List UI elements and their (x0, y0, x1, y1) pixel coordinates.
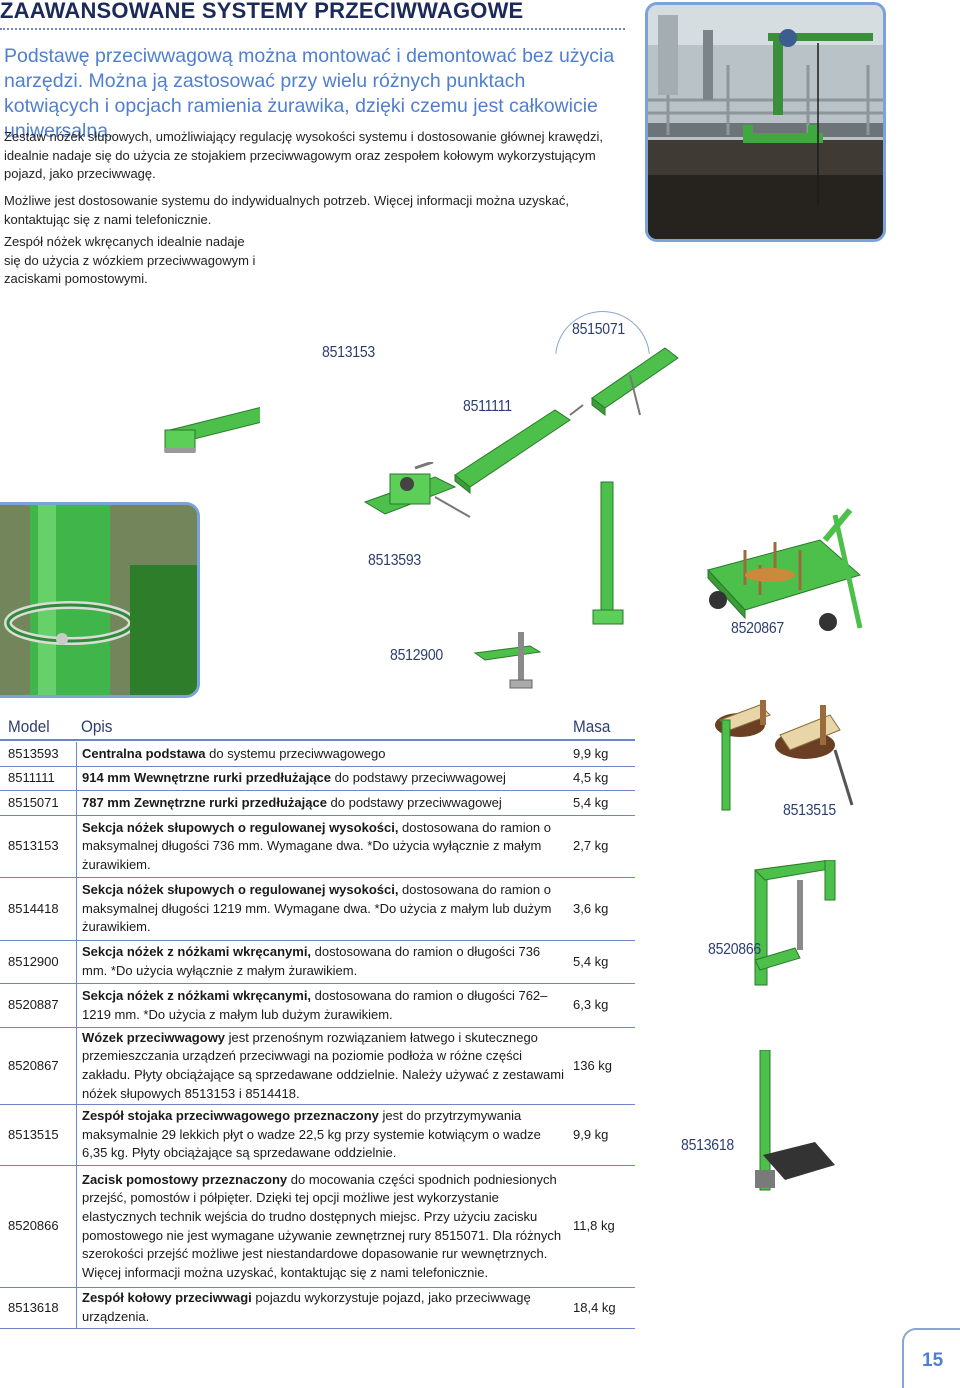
label-8513153: 8513153 (322, 344, 375, 361)
row-description-text: jest przenośnym rozwiązaniem łatwego i s… (82, 1029, 564, 1101)
row-mass: 3,6 kg (573, 900, 609, 916)
label-8512900: 8512900 (390, 647, 443, 664)
table-row: 8520887 Sekcja nóżek z nóżkami wkręcanymi… (0, 984, 635, 1028)
row-description-text: do systemu przeciwwagowego (205, 745, 386, 761)
lead-paragraph: Podstawę przeciwwagową można montować i … (4, 45, 615, 142)
label-8520866: 8520866 (708, 941, 761, 958)
row-description-bold: Sekcja nóżek słupowych o regulowanej wys… (82, 819, 399, 835)
label-8513618: 8513618 (681, 1137, 734, 1154)
deck-clamp-8520866-illustration (753, 860, 836, 986)
table-header: Model Opis Masa (0, 713, 635, 741)
table-row: 8513153 Sekcja nóżek słupowych o regulowa… (0, 816, 635, 878)
inner-tube-8511111-illustration (454, 404, 584, 495)
table-row: 8520866 Zacisk pomostowy przeznaczony do … (0, 1166, 635, 1288)
row-mass: 5,4 kg (573, 794, 609, 810)
row-model: 8511111 (8, 770, 55, 786)
row-description-bold: Zespół stojaka przeciwwagowego przeznacz… (82, 1108, 379, 1124)
table-row: 8513593 Centralna podstawa do systemu prz… (0, 742, 635, 767)
row-description-bold: Sekcja nóżek z nóżkami wkręcanymi, (82, 944, 312, 960)
row-mass: 4,5 kg (573, 770, 609, 786)
table-row: 8511111 914 mm Wewnętrzne rurki przedłuża… (0, 767, 635, 791)
row-description-bold: Zacisk pomostowy przeznaczony (82, 1171, 288, 1187)
row-mass: 11,8 kg (573, 1218, 615, 1234)
row-description-bold: 787 mm Zewnętrzne rurki przedłużające (82, 794, 327, 810)
row-description-bold: Sekcja nóżek z nóżkami wkręcanymi, (82, 987, 312, 1003)
row-description-bold: Wózek przeciwwagowy (82, 1029, 226, 1045)
row-mass: 2,7 kg (573, 838, 609, 854)
page-heading: ZAAWANSOWANE SYSTEMY PRZECIWWAGOWE (0, 0, 625, 30)
row-description-bold: Zespół kołowy przeciwwagi (82, 1290, 252, 1306)
body-paragraph-1: Zestaw nóżek słupowych, umożliwiający re… (4, 129, 603, 181)
row-description: Sekcja nóżek słupowych o regulowanej wys… (76, 878, 564, 940)
header-description: Opis (81, 717, 113, 736)
central-base-8513593-illustration (363, 462, 471, 518)
row-description: Sekcja nóżek słupowych o regulowanej wys… (76, 816, 564, 877)
table-row: 8514418 Sekcja nóżek słupowych o regulowa… (0, 878, 635, 941)
row-description-bold: 914 mm Wewnętrzne rurki przedłużające (82, 770, 332, 786)
row-description-bold: Sekcja nóżek słupowych o regulowanej wys… (82, 882, 399, 898)
row-mass: 6,3 kg (573, 997, 609, 1013)
row-description-text: do podstawy przeciwwagowej (331, 770, 506, 786)
body-paragraph-3: Zespół nóżek wkręcanych idealnie nadaje … (4, 234, 256, 286)
row-description: Zacisk pomostowy przeznaczony do mocowan… (76, 1166, 564, 1287)
row-model: 8515071 (8, 794, 59, 810)
row-description-text: dostosowana do ramion o maksymalnej dług… (82, 819, 551, 872)
post-leg-vertical-illustration (592, 481, 624, 625)
row-model: 8520887 (8, 997, 59, 1013)
label-8513515: 8513515 (783, 802, 836, 819)
row-model: 8514418 (8, 900, 59, 916)
outer-tube-8515071-illustration (591, 347, 679, 417)
row-description-text: do mocowania części spodnich podniesiony… (82, 1171, 562, 1280)
row-model: 8513515 (8, 1126, 59, 1142)
row-mass: 18,4 kg (573, 1299, 616, 1315)
row-description: Wózek przeciwwagowy jest przenośnym rozw… (76, 1028, 564, 1104)
row-model: 8520866 (8, 1218, 59, 1234)
post-closeup-photo (0, 502, 200, 698)
label-8511111: 8511111 (463, 398, 512, 415)
header-model: Model (8, 717, 50, 736)
table-row: 8515071 787 mm Zewnętrzne rurki przedłuża… (0, 791, 635, 816)
row-description: 787 mm Zewnętrzne rurki przedłużające do… (76, 791, 564, 815)
row-model: 8513153 (8, 838, 59, 854)
row-mass: 9,9 kg (573, 745, 609, 761)
row-model: 8512900 (8, 953, 59, 969)
row-description-bold: Centralna podstawa (82, 745, 206, 761)
row-description-text: dostosowana do ramion o maksymalnej dług… (82, 882, 552, 935)
wheel-assembly-8513618-illustration (755, 1050, 835, 1191)
row-description: Sekcja nóżek z nóżkami wkręcanymi, dosto… (76, 984, 564, 1027)
table-row: 8520867 Wózek przeciwwagowy jest przenośn… (0, 1028, 635, 1105)
installation-photo (645, 2, 886, 242)
row-description-text: dostosowana do ramion o długości 736 mm.… (82, 944, 541, 978)
row-description: Zespół stojaka przeciwwagowego przeznacz… (76, 1105, 564, 1165)
counterweight-stand-8513515-illustration (715, 700, 854, 811)
row-description: Centralna podstawa do systemu przeciwwag… (76, 742, 564, 766)
body-paragraph-2: Możliwe jest dostosowanie systemu do ind… (4, 193, 570, 227)
post-leg-8513153-illustration (164, 406, 260, 453)
trolley-8520867-illustration (707, 508, 863, 631)
row-mass: 5,4 kg (573, 953, 609, 969)
screw-leg-8512900-illustration (473, 632, 542, 689)
row-mass: 9,9 kg (573, 1126, 609, 1142)
table-row: 8512900 Sekcja nóżek z nóżkami wkręcanymi… (0, 941, 635, 984)
row-model: 8513593 (8, 745, 59, 761)
row-mass: 136 kg (573, 1057, 613, 1073)
row-model: 8513618 (8, 1299, 59, 1315)
row-description: 914 mm Wewnętrzne rurki przedłużające do… (76, 767, 564, 790)
row-description: Zespół kołowy przeciwwagi pojazdu wykorz… (76, 1288, 564, 1328)
row-description-text: dostosowana do ramion o długości 762–121… (82, 987, 548, 1022)
row-description-text: jest do przytrzymywania maksymalnie 29 l… (82, 1108, 541, 1161)
row-description-text: do podstawy przeciwwagowej (326, 794, 502, 810)
row-description: Sekcja nóżek z nóżkami wkręcanymi, dosto… (76, 941, 564, 983)
label-8515071: 8515071 (572, 321, 625, 338)
label-8520867: 8520867 (731, 620, 784, 637)
label-8513593: 8513593 (368, 552, 421, 569)
table-row: 8513618 Zespół kołowy przeciwwagi pojazdu… (0, 1288, 635, 1329)
row-model: 8520867 (8, 1057, 59, 1073)
page-number-tab: 15 (902, 1328, 960, 1388)
page-number: 15 (922, 1350, 944, 1371)
row-description-text: pojazdu wykorzystuje pojazd, jako przeci… (82, 1290, 531, 1324)
table-row: 8513515 Zespół stojaka przeciwwagowego pr… (0, 1105, 635, 1166)
header-mass: Masa (573, 717, 611, 736)
